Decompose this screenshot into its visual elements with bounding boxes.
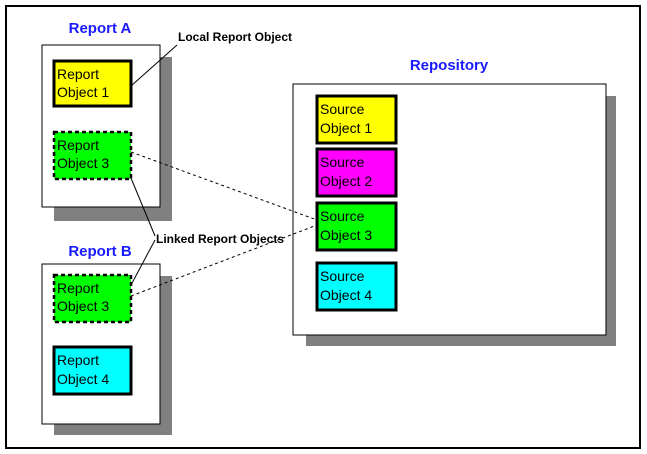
source-object-2 [315, 147, 398, 198]
report-b-object-4-label-line1: Report [57, 352, 99, 368]
report-a-title: Report A [69, 20, 132, 37]
report-a-object-3-label-line2: Object 3 [57, 155, 109, 171]
report-a-object-1-label-line1: Report [57, 66, 99, 82]
source-object-1-label-line2: Object 1 [320, 120, 372, 136]
report-a-object-1 [52, 59, 133, 108]
report-a-object-1-label-line2: Object 1 [57, 84, 109, 100]
source-object-3-label-line2: Object 3 [320, 227, 372, 243]
report-b-object-3 [52, 273, 133, 324]
source-object-4-label-line1: Source [320, 268, 365, 284]
source-object-3 [315, 201, 398, 252]
source-object-1-label-line1: Source [320, 101, 365, 117]
source-object-4-label-line2: Object 4 [320, 287, 372, 303]
report-b-title: Report B [68, 243, 132, 260]
report-b-object-3-label-line1: Report [57, 280, 99, 296]
repository-title: Repository [410, 57, 489, 74]
callout-line-linked-a [130, 177, 156, 237]
source-object-1 [315, 94, 398, 145]
report-a-panel: Report A Report Object 1 Report Object 3 [41, 20, 172, 221]
report-b-object-3-label-line2: Object 3 [57, 298, 109, 314]
report-a-object-3-label-line1: Report [57, 137, 99, 153]
local-report-object-note: Local Report Object [178, 30, 292, 44]
linked-report-objects-note: Linked Report Objects [156, 232, 284, 246]
source-object-2-label-line1: Source [320, 154, 365, 170]
report-a-object-3 [52, 130, 133, 181]
callout-line-local [130, 44, 178, 87]
callout-line-linked-b [130, 239, 156, 286]
report-b-panel: Report B Report Object 3 Report Object 4 [41, 243, 172, 435]
report-b-object-4 [52, 345, 133, 396]
report-b-object-4-label-line2: Object 4 [57, 371, 109, 387]
source-object-2-label-line2: Object 2 [320, 173, 372, 189]
repository-panel: Repository Source Object 1 Source Object… [292, 57, 616, 346]
source-object-4 [315, 261, 398, 312]
source-object-3-label-line1: Source [320, 208, 365, 224]
